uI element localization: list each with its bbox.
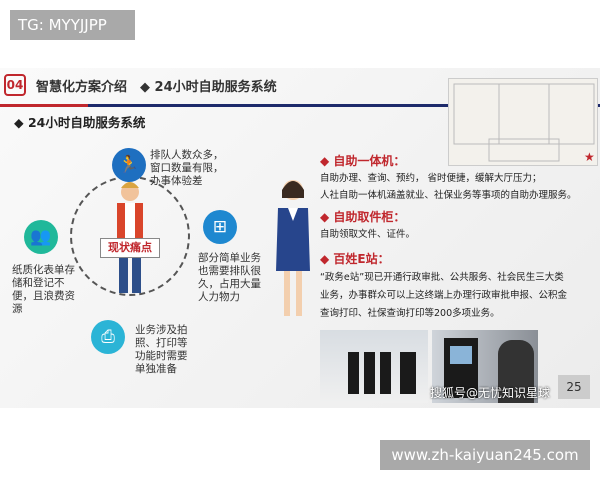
slide: 04 智慧化方案介绍 ◆ 24小时自助服务系统 ◆ 24小时自助服务系统 现状痛… <box>0 68 600 408</box>
section-heading: ◆ 百姓E站： <box>320 252 390 266</box>
pain-point-text: 业务涉及拍照、打印等功能时需要单独准备 <box>135 324 188 375</box>
service-woman-illustration <box>276 180 310 316</box>
section-line: 人社自助一体机涵盖就业、社保业务等事项的自助办理服务。 <box>320 190 577 201</box>
header-bar-red <box>0 104 88 107</box>
section-line: 业务，办事群众可以上这终端上办理行政审批申报、公积金 <box>320 290 568 301</box>
overlay-tag: TG: MYYJJPP <box>10 10 135 40</box>
network-icon: ⊞ <box>203 210 237 244</box>
overlay-url: www.zh-kaiyuan245.com <box>380 440 590 470</box>
header-bar-navy <box>88 104 600 107</box>
floor-plan-image: ★ <box>448 78 598 166</box>
printer-icon: ⎙ <box>91 320 125 354</box>
header-title: 智慧化方案介绍 ◆ 24小时自助服务系统 <box>36 80 277 95</box>
page-number: 25 <box>558 375 590 399</box>
center-label: 现状痛点 <box>100 238 160 258</box>
kiosk-hall-photo <box>320 330 428 403</box>
star-marker-icon: ★ <box>584 150 595 164</box>
photo-watermark: 搜狐号@无忧知识星球 <box>430 386 551 400</box>
section-line: 自助办理、查询、预约， 省时便捷，缓解大厅压力； <box>320 173 542 184</box>
pain-point-text: 部分简单业务也需要排队很久，占用大量人力物力 <box>198 252 261 303</box>
section-line: 查询打印、社保查询打印等200多项业务。 <box>320 308 500 319</box>
section-heading: ◆ 自助一体机： <box>320 154 406 168</box>
subtitle: ◆ 24小时自助服务系统 <box>14 115 146 130</box>
person-illustration <box>117 182 143 293</box>
section-number: 04 <box>4 74 26 96</box>
running-person-icon: 🏃 <box>112 148 146 182</box>
kiosk-user-photo <box>432 330 538 403</box>
pain-point-text: 排队人数众多，窗口数量有限，办事体验差 <box>150 149 224 187</box>
people-group-icon: 👥 <box>24 220 58 254</box>
section-heading: ◆ 自助取件柜： <box>320 210 406 224</box>
pain-point-text: 纸质化表单存储和登记不便，且浪费资源 <box>12 264 75 315</box>
section-line: “政务e站”现已开通行政审批、公共服务、社会民生三大类 <box>320 272 564 283</box>
section-line: 自助领取文件、证件。 <box>320 229 416 240</box>
